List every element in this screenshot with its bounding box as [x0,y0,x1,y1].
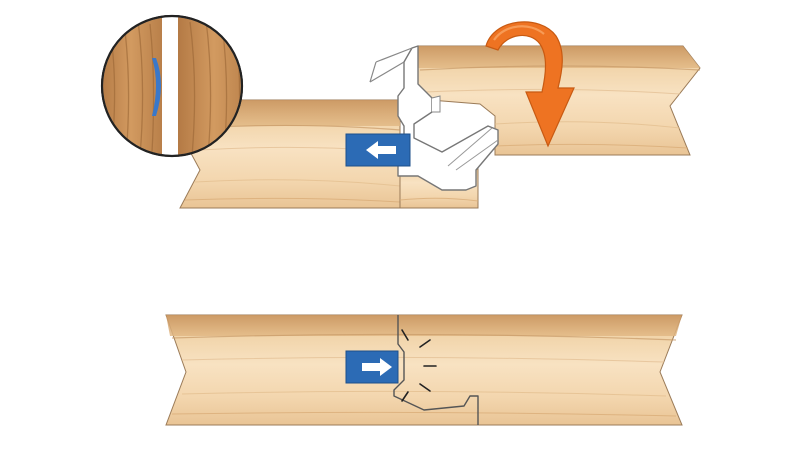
right-arrow-icon [362,358,392,376]
push-direction-label-right [345,350,399,384]
locked-joint-seam [393,315,479,425]
click-lock-burst-icon [401,329,437,402]
push-direction-label-left [345,133,411,167]
step-1-group [100,14,701,209]
rotate-down-arrow-icon [485,21,575,148]
left-arrow-icon [366,141,396,159]
step-2-group [165,314,683,426]
glue-seam-icon [152,58,161,116]
joined-planks [165,314,683,426]
